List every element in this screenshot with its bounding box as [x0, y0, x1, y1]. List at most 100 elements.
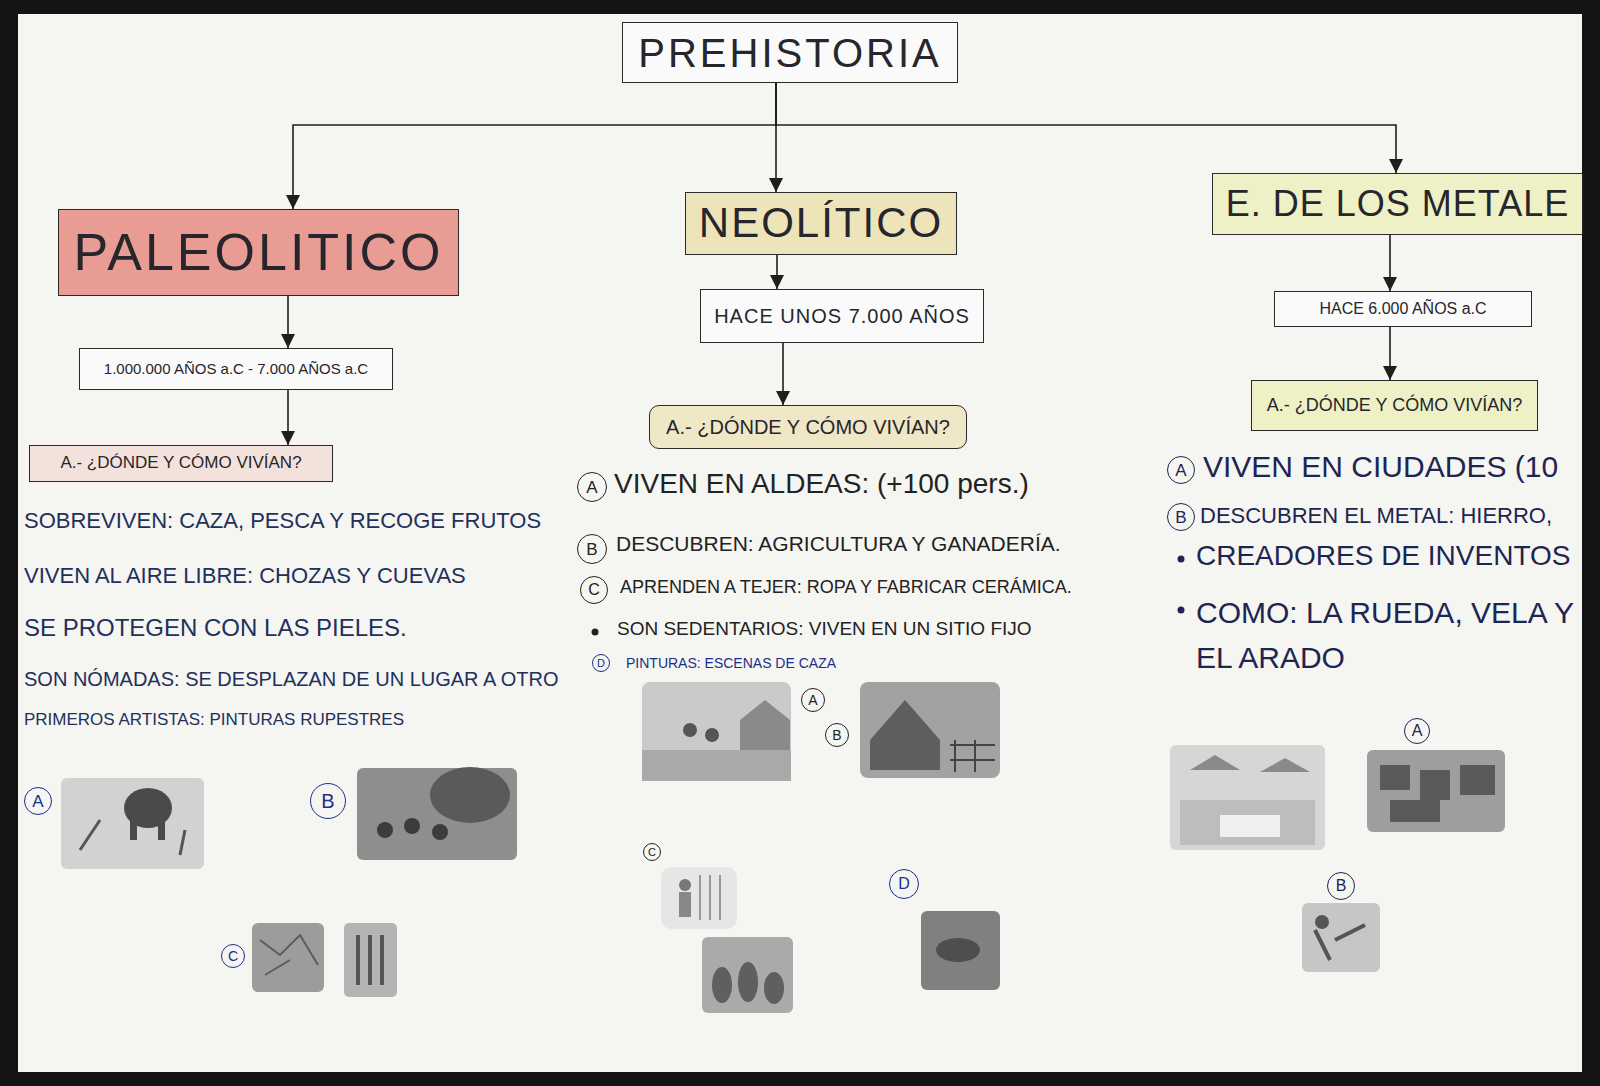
- box-text: HACE UNOS 7.000 AÑOS: [714, 305, 970, 327]
- arrow-connector: [782, 343, 784, 405]
- picture: [1302, 903, 1380, 972]
- note-text: SON SEDENTARIOS: VIVEN EN UN SITIO FIJO: [617, 618, 1032, 640]
- picture-mammoth-hunt: [61, 778, 204, 869]
- concept-box: E. DE LOS METALE: [1212, 173, 1583, 235]
- picture-detail: [180, 830, 185, 855]
- callout-letter: B: [310, 783, 346, 819]
- picture-detail: [712, 967, 732, 1003]
- callout-letter: B: [577, 534, 607, 564]
- arrow-connector: [293, 83, 776, 209]
- callout-letter: A: [24, 787, 52, 815]
- picture-detail: [432, 824, 448, 840]
- picture-detail: [1380, 765, 1495, 822]
- picture-detail: [642, 750, 791, 781]
- callout-letter: D: [592, 654, 610, 672]
- picture-detail: [936, 938, 980, 962]
- picture-detail: [679, 879, 691, 891]
- concept-box: 1.000.000 AÑOS a.C - 7.000 AÑOS a.C: [79, 348, 393, 390]
- box-text: A.- ¿DÓNDE Y CÓMO VIVÍAN?: [666, 416, 950, 438]
- picture-detail: [705, 728, 719, 742]
- concept-box: HACE UNOS 7.000 AÑOS: [700, 289, 984, 343]
- picture-detail: [260, 935, 318, 975]
- picture-tools: [344, 923, 397, 997]
- note-text: VIVEN EN ALDEAS: (+100 pers.): [614, 468, 1029, 500]
- note-text: DESCUBREN: AGRICULTURA Y GANADERÍA.: [616, 532, 1061, 556]
- picture-detail: [1180, 800, 1315, 845]
- picture-cave-scene: [357, 767, 517, 860]
- picture-city-model: [1367, 750, 1505, 832]
- box-text: NEOLÍTICO: [699, 200, 943, 246]
- note-text: SOBREVIVEN: CAZA, PESCA Y RECOGE FRUTOS: [24, 508, 541, 533]
- picture-city: [1170, 745, 1325, 850]
- note-text: VIVEN EN CIUDADES (10: [1203, 450, 1558, 485]
- picture-detail: [950, 740, 995, 772]
- box-text: 1.000.000 AÑOS a.C - 7.000 AÑOS a.C: [104, 361, 368, 378]
- callout-letter: B: [825, 723, 849, 747]
- note-text: CREADORES DE INVENTOS: [1196, 540, 1570, 572]
- picture-detail: [158, 820, 165, 840]
- callout-letter: B: [1327, 872, 1355, 900]
- picture: [702, 937, 793, 1013]
- concept-box: A.- ¿DÓNDE Y CÓMO VIVÍAN?: [649, 405, 967, 449]
- picture: [1367, 750, 1505, 832]
- picture-detail: [738, 962, 758, 1002]
- picture-detail: [683, 723, 697, 737]
- box-text: E. DE LOS METALE: [1226, 184, 1569, 224]
- callout-letter: C: [580, 576, 608, 604]
- picture-rock-texture: [252, 923, 324, 992]
- picture-detail: [764, 972, 784, 1004]
- note-text: PRIMEROS ARTISTAS: PINTURAS RUPESTRES: [24, 710, 404, 730]
- picture: [642, 682, 791, 781]
- picture-detail: [1190, 755, 1310, 772]
- note-text: PINTURAS: ESCENAS DE CAZA: [626, 655, 836, 671]
- callout-letter: B: [1167, 503, 1195, 531]
- bullet-dot: [592, 629, 599, 636]
- concept-box: A.- ¿DÓNDE Y CÓMO VIVÍAN?: [29, 445, 333, 482]
- bullet-dot: [1178, 556, 1185, 563]
- picture-detail: [377, 822, 393, 838]
- arrow-connector: [776, 255, 778, 289]
- picture-detail: [700, 875, 720, 920]
- arrow-connector: [1389, 235, 1391, 291]
- callout-letter: A: [1404, 718, 1430, 744]
- picture-pottery: [702, 937, 793, 1013]
- picture-detail: [1315, 925, 1365, 960]
- picture: [61, 778, 204, 869]
- picture-detail: [679, 892, 691, 917]
- callout-letter: A: [801, 688, 825, 712]
- box-text: PALEOLITICO: [73, 224, 443, 281]
- callout-letter: D: [889, 869, 919, 899]
- picture: [921, 911, 1000, 990]
- picture: [357, 768, 517, 860]
- arrow-connector: [287, 390, 289, 445]
- concept-box: NEOLÍTICO: [685, 192, 957, 255]
- arrow-connector: [776, 83, 1396, 173]
- callout-letter: A: [577, 472, 607, 502]
- picture: [1170, 745, 1325, 850]
- callout-letter: C: [221, 944, 245, 968]
- concept-box: A.- ¿DÓNDE Y CÓMO VIVÍAN?: [1251, 380, 1538, 431]
- picture: [661, 867, 737, 929]
- box-text: PREHISTORIA: [638, 31, 941, 75]
- picture-detail: [358, 935, 382, 985]
- note-text: SE PROTEGEN CON LAS PIELES.: [24, 614, 407, 642]
- callout-letter: C: [643, 843, 661, 861]
- picture-detail: [1220, 815, 1280, 837]
- picture-detail: [1315, 915, 1329, 929]
- note-text: COMO: LA RUEDA, VELA Y EL ARADO: [1196, 590, 1586, 680]
- picture-metalworker: [1302, 903, 1380, 972]
- picture-detail: [80, 820, 100, 850]
- arrow-connector: [287, 296, 289, 348]
- note-text: SON NÓMADAS: SE DESPLAZAN DE UN LUGAR A …: [24, 668, 559, 691]
- box-text: A.- ¿DÓNDE Y CÓMO VIVÍAN?: [1267, 396, 1522, 416]
- picture-cave-painting: [921, 911, 1000, 990]
- picture-hut: [860, 682, 1000, 778]
- concept-box: PALEOLITICO: [58, 209, 459, 296]
- bullet-dot: [1178, 607, 1185, 614]
- callout-letter: A: [1167, 456, 1195, 484]
- note-text: DESCUBREN EL METAL: HIERRO,: [1200, 503, 1552, 528]
- note-text: VIVEN AL AIRE LIBRE: CHOZAS Y CUEVAS: [24, 563, 466, 588]
